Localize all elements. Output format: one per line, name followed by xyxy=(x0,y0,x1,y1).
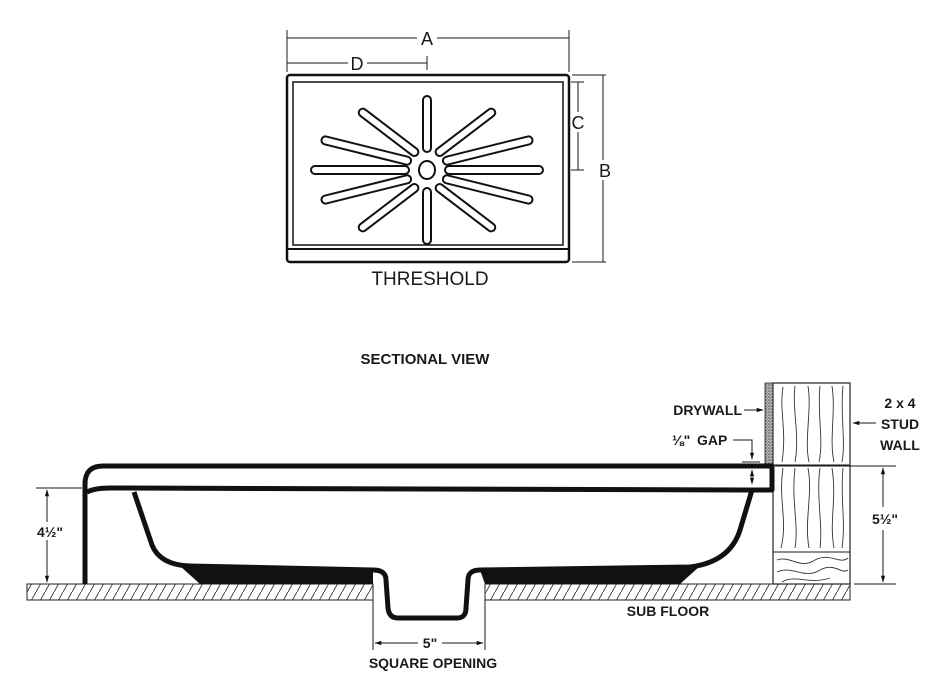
threshold-label: THRESHOLD xyxy=(371,269,488,290)
drain-spoke xyxy=(436,185,495,231)
drain-spokes xyxy=(310,95,544,245)
drain-spoke xyxy=(443,176,532,203)
stud-height-label: 5½" xyxy=(872,511,898,527)
curb-height-dimension: 4½" xyxy=(36,487,82,583)
section-title: SECTIONAL VIEW xyxy=(361,351,491,368)
dim-d-label: D xyxy=(351,54,364,74)
stud-wall xyxy=(772,382,851,585)
subfloor-left xyxy=(26,583,374,601)
dim-c-label: C xyxy=(572,113,585,133)
dim-a-label: A xyxy=(421,29,433,49)
shower-floor-inner xyxy=(292,81,564,246)
shower-base-outline xyxy=(285,73,571,264)
subfloor-right xyxy=(484,583,851,601)
drain-spoke xyxy=(436,109,495,155)
drywall xyxy=(764,382,774,466)
sectional-view: DRYWALL ⅛" GAP 2 x 4 STUD WALL 5½" 4½" xyxy=(26,382,920,671)
floor-thickening-left xyxy=(180,566,373,584)
dimension-a: A xyxy=(286,29,570,72)
stud-label-line2: STUD xyxy=(881,416,919,432)
drain-circle xyxy=(418,160,436,180)
drain-spoke xyxy=(322,137,411,164)
drywall-label: DRYWALL xyxy=(673,402,742,418)
subfloor-label: SUB FLOOR xyxy=(627,603,709,619)
gap-label: GAP xyxy=(697,432,727,448)
drain-spoke xyxy=(322,176,411,203)
curb-height-label: 4½" xyxy=(37,524,63,540)
shower-base-section xyxy=(82,463,775,621)
floor-thickening-right xyxy=(480,566,700,584)
drain-label: SQUARE OPENING xyxy=(369,655,497,671)
dimension-b: B xyxy=(572,74,611,263)
dimension-c: C xyxy=(571,81,585,171)
drain-spoke xyxy=(359,109,418,155)
stud-height-dimension: 5½" xyxy=(775,465,898,585)
dimension-d: D xyxy=(287,54,428,74)
drain-width-dimension: 5" xyxy=(372,600,486,651)
drain-width-label: 5" xyxy=(423,635,437,651)
dim-b-label: B xyxy=(599,161,611,181)
drain-spoke xyxy=(443,137,532,164)
stud-label-line3: WALL xyxy=(880,437,920,453)
drain-spoke xyxy=(359,185,418,231)
plan-view: A D C B THRESHOLD xyxy=(285,29,611,290)
stud-label-line1: 2 x 4 xyxy=(884,395,915,411)
gap-fraction: ⅛" xyxy=(672,432,690,448)
